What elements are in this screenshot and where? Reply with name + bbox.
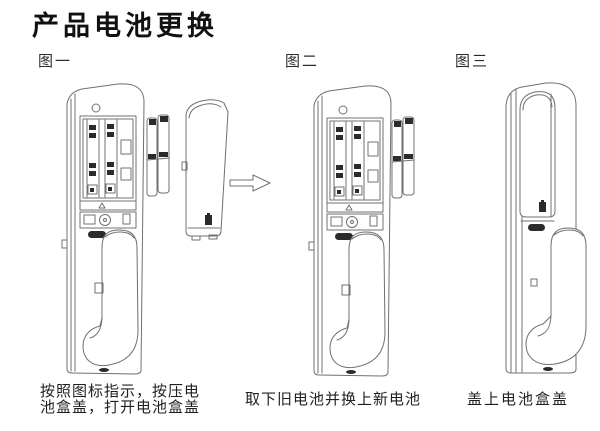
instruction-drawings	[61, 82, 587, 377]
battery-cover-drawing	[181, 99, 229, 241]
figure1-label: 图一	[38, 53, 73, 70]
battery-symbol-icon	[205, 213, 212, 225]
figure2-battery-pack-icon	[391, 116, 415, 199]
figure3-caption: 盖上电池盒盖	[467, 391, 570, 408]
figure1-lock-open-drawing	[61, 83, 145, 375]
figure1-caption-line2: 池盒盖，打开电池盒盖	[40, 399, 201, 416]
figure1-battery-pack-icon	[146, 114, 170, 197]
arrow-right-icon	[229, 174, 271, 192]
figure1-caption: 按照图标指示，按压电 池盒盖，打开电池盒盖	[40, 384, 200, 416]
figure3-lock-closed-drawing	[505, 82, 587, 374]
page-title: 产品电池更换	[32, 11, 218, 41]
figure2-label: 图二	[285, 53, 320, 70]
closed-cover-panel	[519, 91, 556, 222]
figure1-caption-line1: 按照图标指示，按压电	[40, 383, 201, 400]
figure3-label: 图三	[455, 53, 490, 70]
figure2-caption: 取下旧电池并换上新电池	[245, 391, 422, 408]
figure2-lock-open-drawing	[308, 85, 392, 377]
battery-symbol-icon	[539, 200, 546, 212]
